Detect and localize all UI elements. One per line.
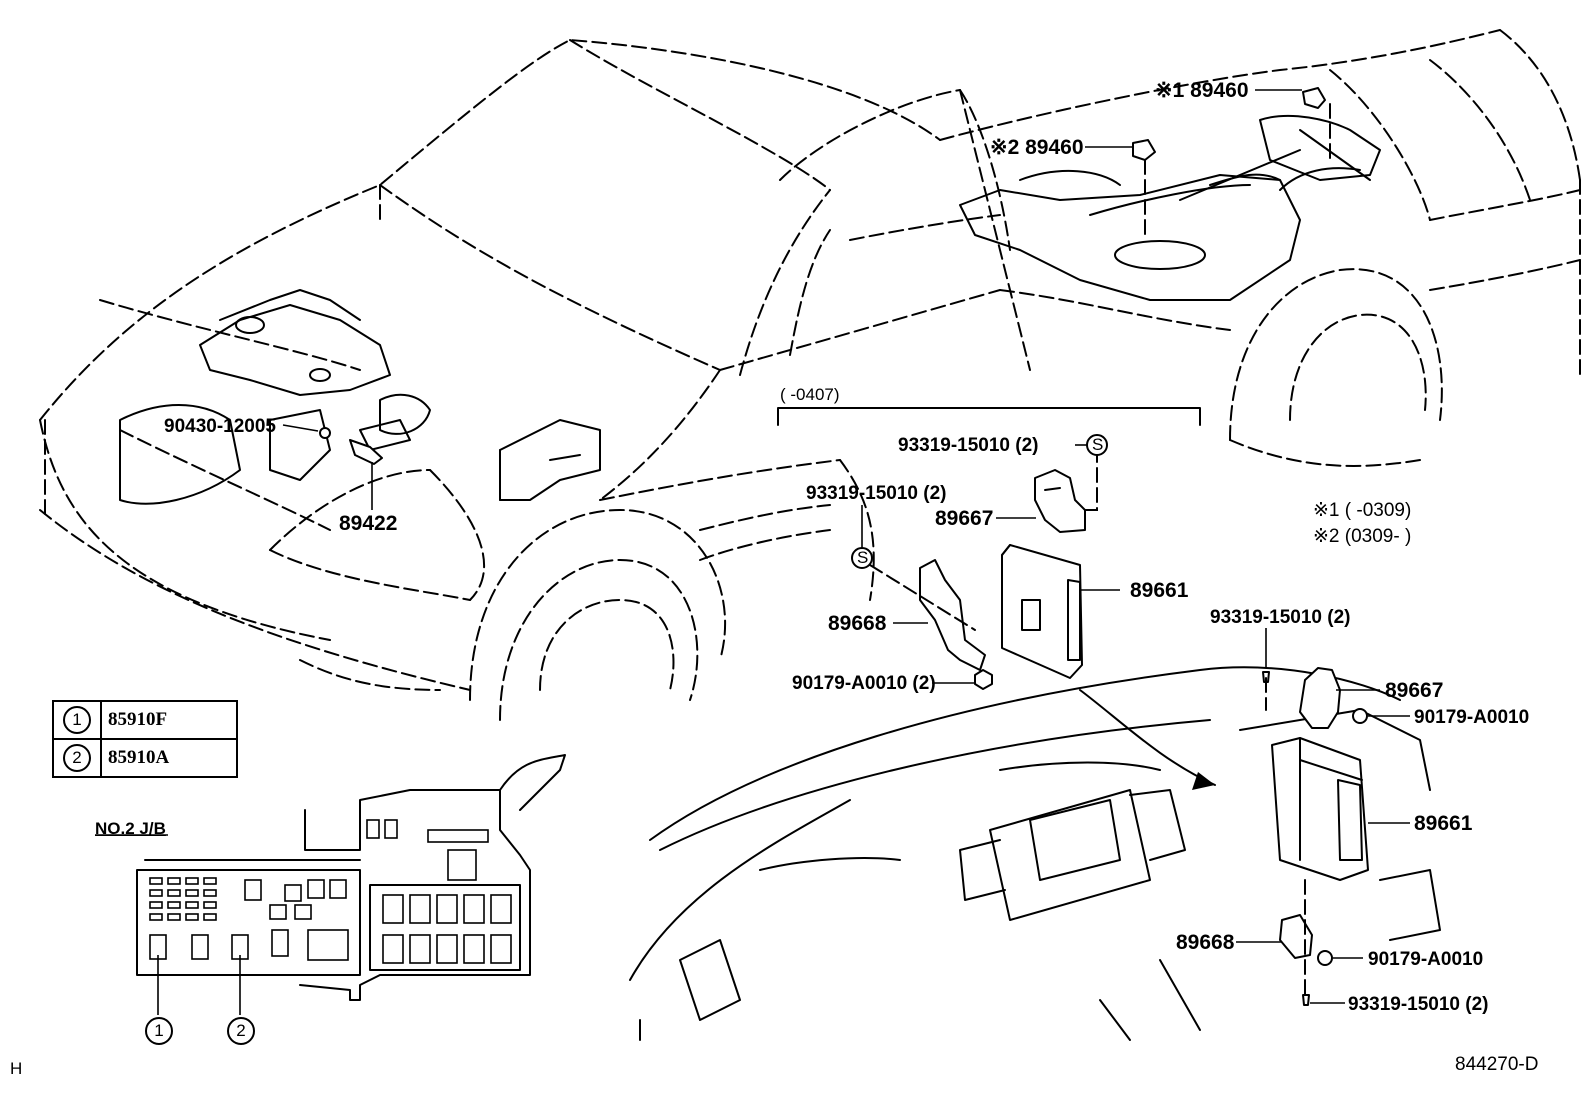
dashboard-drawing <box>629 666 1441 1041</box>
junction-block-title: NO.2 J/B <box>95 819 166 838</box>
early-screw-top-label: 93319-15010 (2) <box>898 435 1039 456</box>
legend-row: 2 85910A <box>52 738 238 778</box>
drawing-id: 844270-D <box>1455 1054 1539 1075</box>
rear-sensor-v1-label: ※1 89460 <box>1155 79 1249 102</box>
rear-sensor-v2-label: ※2 89460 <box>990 136 1084 159</box>
engine-sensor-part-label: 89422 <box>339 512 398 535</box>
part-legend-table: 1 85910F 2 85910A <box>52 700 238 778</box>
early-bracket-lower-label: 89668 <box>828 612 887 635</box>
grommet-part-label: 90430-12005 <box>164 416 276 437</box>
late-nut-lower-label: 90179-A0010 <box>1368 949 1484 970</box>
late-nut-upper-label: 90179-A0010 <box>1414 707 1530 728</box>
junction-pin-2: 2 <box>227 1017 255 1045</box>
car-body-outline <box>39 38 1031 721</box>
legend-code-1: 85910F <box>100 700 238 740</box>
late-ecu-drawing <box>1236 628 1410 1006</box>
early-ecu-drawing <box>777 407 1201 690</box>
detail-arrow <box>1079 689 1216 786</box>
detail-arrowhead <box>1192 772 1215 790</box>
front-parts <box>282 424 383 510</box>
early-screw-left-symbol: S <box>857 548 869 567</box>
junction-block-drawing <box>95 754 566 1015</box>
early-bracket-upper-label: 89667 <box>935 507 994 530</box>
legend-number-2: 2 <box>63 744 91 772</box>
legend-number-1: 1 <box>63 706 91 734</box>
late-ecu-label: 89661 <box>1414 812 1473 835</box>
corner-letter: H <box>10 1059 23 1078</box>
junction-pin-1: 1 <box>145 1017 173 1045</box>
legend-code-2: 85910A <box>100 738 238 778</box>
rear-sensors <box>1085 87 1331 241</box>
version-note-2: ※2 (0309- ) <box>1313 526 1412 547</box>
late-screw-top-label: 93319-15010 (2) <box>1210 607 1351 628</box>
early-screw-left-label: 93319-15010 (2) <box>806 483 947 504</box>
early-nut-label: 90179-A0010 (2) <box>792 673 936 694</box>
rear-floor-detail <box>959 114 1381 301</box>
version-note-1: ※1 ( -0309) <box>1313 500 1412 521</box>
late-screw-bottom-label: 93319-15010 (2) <box>1348 994 1489 1015</box>
engine-bay-detail <box>119 289 601 505</box>
early-screw-top-symbol: S <box>1092 435 1104 454</box>
car-rear-outline <box>939 29 1581 467</box>
late-bracket-lower-label: 89668 <box>1176 931 1235 954</box>
late-bracket-upper-label: 89667 <box>1385 679 1444 702</box>
early-ecu-range-label: ( -0407) <box>780 385 840 404</box>
early-ecu-label: 89661 <box>1130 579 1189 602</box>
legend-row: 1 85910F <box>52 700 238 740</box>
